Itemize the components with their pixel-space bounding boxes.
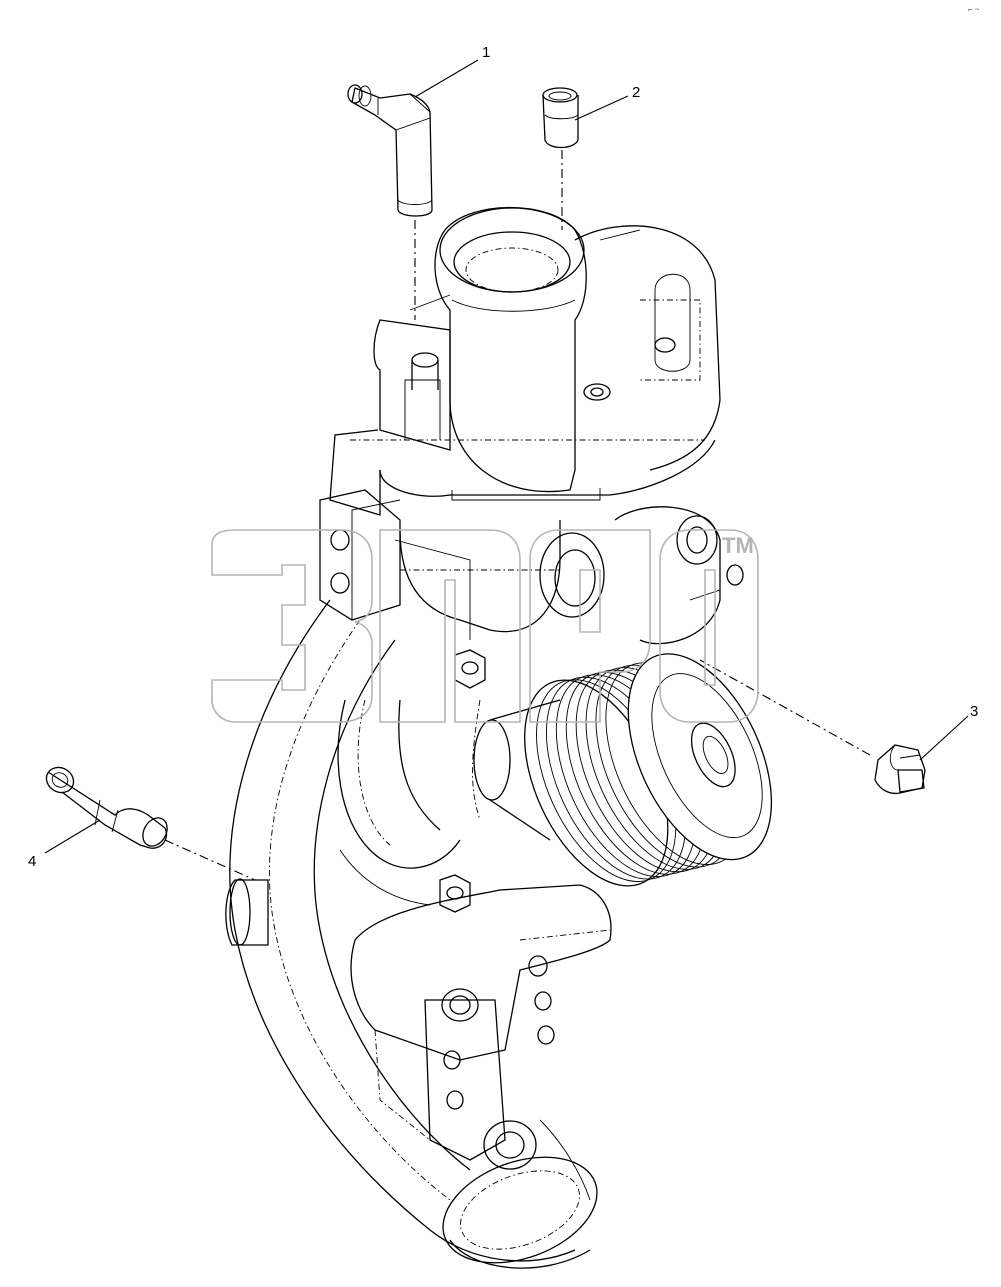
part-3-plug	[874, 744, 926, 795]
part-1-elbow-fitting	[347, 84, 433, 217]
assembly-lines	[164, 150, 871, 881]
part-2-sleeve	[542, 87, 579, 149]
part-4-tube-fitting	[45, 766, 168, 849]
watermark-logo: TM	[211, 529, 759, 723]
leader-lines	[44, 59, 969, 854]
callout-3: 3	[970, 703, 978, 720]
watermark-tm: TM	[722, 533, 754, 558]
ribbed-pulley	[524, 653, 773, 887]
callout-1: 1	[482, 44, 490, 61]
corner-code: ⌐ ~	[968, 5, 980, 14]
pump-housing	[225, 206, 744, 1269]
callout-2: 2	[632, 84, 640, 101]
callout-4: 4	[28, 853, 36, 870]
